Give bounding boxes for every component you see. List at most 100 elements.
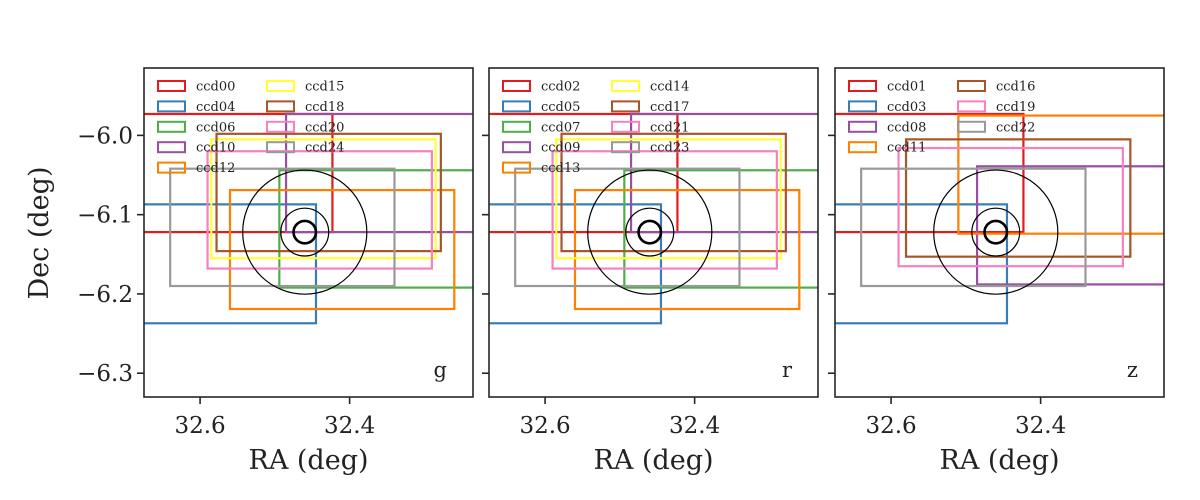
plot-area (144, 112, 473, 325)
plot-area (489, 112, 818, 325)
legend-label: ccd15 (305, 80, 344, 95)
target-circle (983, 219, 1009, 245)
legend-swatch (611, 100, 640, 113)
legend-swatch (266, 100, 295, 113)
footprint-ccd20 (206, 150, 433, 270)
legend-swatch (157, 161, 186, 174)
footprint-ccd13 (573, 188, 801, 311)
legend-swatch (266, 141, 295, 154)
legend-item-ccd07: ccd07 (502, 120, 580, 135)
x-tick-label: 32.6 (519, 413, 570, 439)
legend-swatch (611, 80, 640, 92)
panel-frame (834, 67, 1165, 398)
legend-label: ccd00 (196, 80, 235, 95)
legend-swatch (848, 100, 877, 113)
legend-label: ccd09 (541, 141, 580, 156)
legend-label: ccd10 (196, 141, 235, 156)
legend-swatch (611, 141, 640, 154)
footprint-ccd21 (551, 150, 778, 270)
legend-label: ccd11 (887, 141, 926, 156)
legend-label: ccd06 (196, 120, 235, 135)
legend-label: ccd14 (650, 80, 689, 95)
footprint-ccd23 (514, 167, 741, 288)
legend-item-ccd12: ccd12 (157, 161, 235, 176)
legend-label: ccd20 (305, 120, 344, 135)
legend-label: ccd24 (305, 141, 344, 156)
legend-label: ccd13 (541, 161, 580, 176)
plot-area (835, 112, 1164, 325)
target-circle (933, 169, 1059, 295)
band-label: r (782, 358, 793, 382)
legend-swatch (266, 120, 295, 133)
target-circle (625, 207, 675, 257)
x-tick-label: 32.4 (324, 413, 375, 439)
legend-swatch (848, 80, 877, 92)
legend-item-ccd00: ccd00 (157, 80, 235, 95)
legend-label: ccd19 (996, 100, 1035, 115)
legend-swatch (157, 80, 186, 92)
footprint-ccd05 (489, 203, 663, 325)
legend-swatch (502, 100, 531, 113)
footprint-ccd17 (560, 132, 787, 253)
legend-label: ccd18 (305, 100, 344, 115)
legend-label: ccd12 (196, 161, 235, 176)
band-label: g (434, 358, 447, 382)
legend-label: ccd03 (887, 100, 926, 115)
footprint-ccd08 (975, 165, 1164, 286)
x-tick-label: 32.4 (669, 413, 720, 439)
legend-label: ccd05 (541, 100, 580, 115)
target-circle (242, 169, 368, 295)
target-circle (280, 207, 330, 257)
y-tick-label: −6.3 (77, 361, 133, 387)
footprint-ccd22 (860, 167, 1087, 288)
legend-label: ccd08 (887, 120, 926, 135)
legend-swatch (502, 120, 531, 133)
target-circle (587, 169, 713, 295)
legend-item-ccd06: ccd06 (157, 120, 235, 135)
legend-item-ccd10: ccd10 (157, 141, 235, 156)
footprint-ccd16 (904, 138, 1132, 258)
legend-item-ccd14: ccd14 (611, 80, 689, 95)
footprint-ccd07 (623, 169, 818, 289)
footprint-ccd03 (835, 203, 1009, 325)
legend-label: ccd02 (541, 80, 580, 95)
footprint-ccd24 (169, 167, 396, 288)
legend-label: ccd04 (196, 100, 235, 115)
legend-item-ccd24: ccd24 (266, 141, 344, 156)
legend-item-ccd03: ccd03 (848, 100, 926, 115)
panel-frame (488, 67, 819, 398)
panel-frame (143, 67, 474, 398)
y-axis-label: Dec (deg) (24, 167, 55, 300)
target-circle (971, 207, 1021, 257)
footprint-ccd12 (228, 188, 456, 311)
legend-item-ccd21: ccd21 (611, 120, 689, 135)
legend-label: ccd22 (996, 120, 1035, 135)
band-label: z (1127, 358, 1138, 382)
footprint-ccd02 (489, 112, 679, 234)
footprint-ccd01 (835, 112, 1025, 234)
y-tick-label: −6.2 (77, 282, 133, 308)
legend-swatch (502, 141, 531, 154)
footprint-ccd15 (210, 138, 437, 260)
y-tick-label: −6.0 (77, 123, 133, 149)
legend-item-ccd09: ccd09 (502, 141, 580, 156)
legend-item-ccd11: ccd11 (848, 141, 926, 156)
legend-item-ccd15: ccd15 (266, 80, 344, 95)
legend-swatch (266, 80, 295, 92)
footprint-ccd19 (897, 146, 1124, 268)
legend-item-ccd22: ccd22 (957, 120, 1035, 135)
footprint-ccd00 (144, 112, 334, 234)
legend-item-ccd17: ccd17 (611, 100, 689, 115)
target-circle (637, 219, 663, 245)
x-tick-label: 32.4 (1015, 413, 1066, 439)
legend-swatch (157, 100, 186, 113)
footprint-ccd14 (555, 138, 782, 260)
legend-swatch (502, 161, 531, 174)
footprint-ccd11 (957, 114, 1164, 235)
x-tick-label: 32.6 (174, 413, 225, 439)
legend-label: ccd07 (541, 120, 580, 135)
